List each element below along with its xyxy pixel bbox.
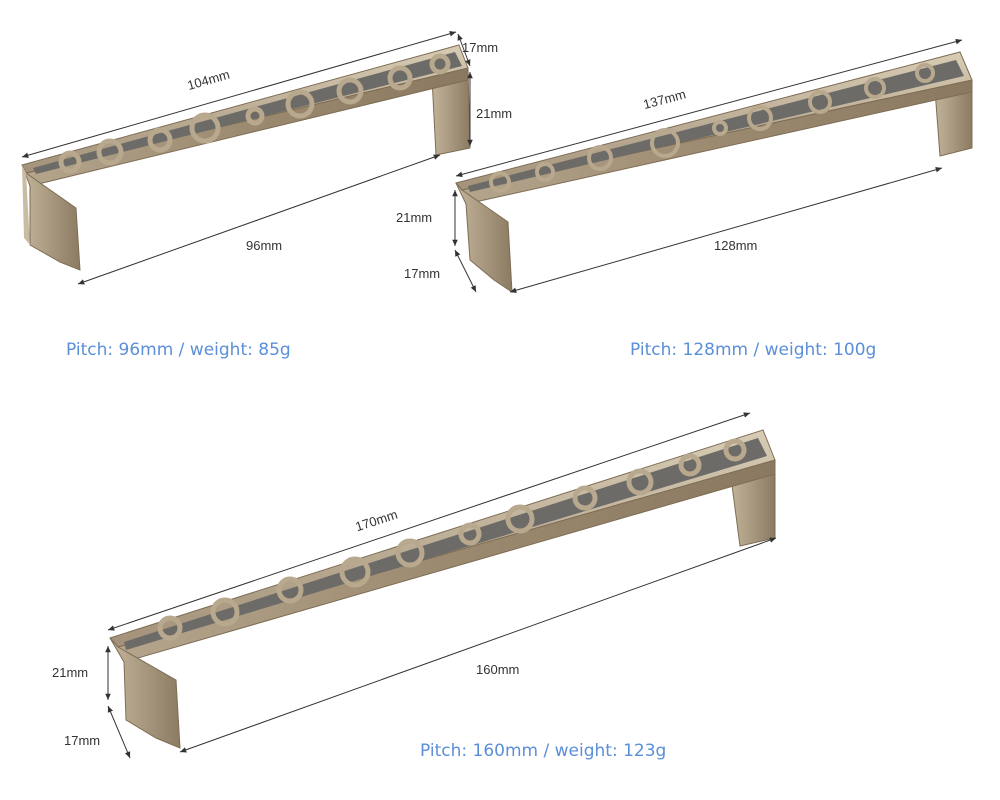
caption-handle-96: Pitch: 96mm / weight: 85g <box>66 340 291 360</box>
height-label: 21mm <box>52 665 88 680</box>
depth-label: 17mm <box>404 266 440 281</box>
length-label: 170mm <box>353 507 399 535</box>
dim-line-104 <box>21 31 457 158</box>
dim-line-160 <box>179 537 777 753</box>
dim-line-96 <box>77 154 441 285</box>
handle-96 <box>21 44 471 271</box>
pitch-label: 160mm <box>476 662 519 677</box>
dim-line-128 <box>509 167 943 293</box>
length-label: 104mm <box>186 67 232 93</box>
pitch-label: 96mm <box>246 238 282 253</box>
caption-handle-160: Pitch: 160mm / weight: 123g <box>420 741 667 761</box>
height-label: 21mm <box>396 210 432 225</box>
dim-line-170 <box>107 412 751 631</box>
length-label: 137mm <box>642 86 688 112</box>
caption-handle-128: Pitch: 128mm / weight: 100g <box>630 340 877 360</box>
dim-line-17-left <box>107 705 131 759</box>
depth-label: 17mm <box>462 40 498 55</box>
dim-line-17-left <box>454 249 477 293</box>
handle-128 <box>455 51 973 293</box>
pitch-label: 128mm <box>714 238 757 253</box>
handle-160 <box>109 429 776 749</box>
dim-line-137 <box>455 38 963 178</box>
height-label: 21mm <box>476 106 512 121</box>
depth-label: 17mm <box>64 733 100 748</box>
